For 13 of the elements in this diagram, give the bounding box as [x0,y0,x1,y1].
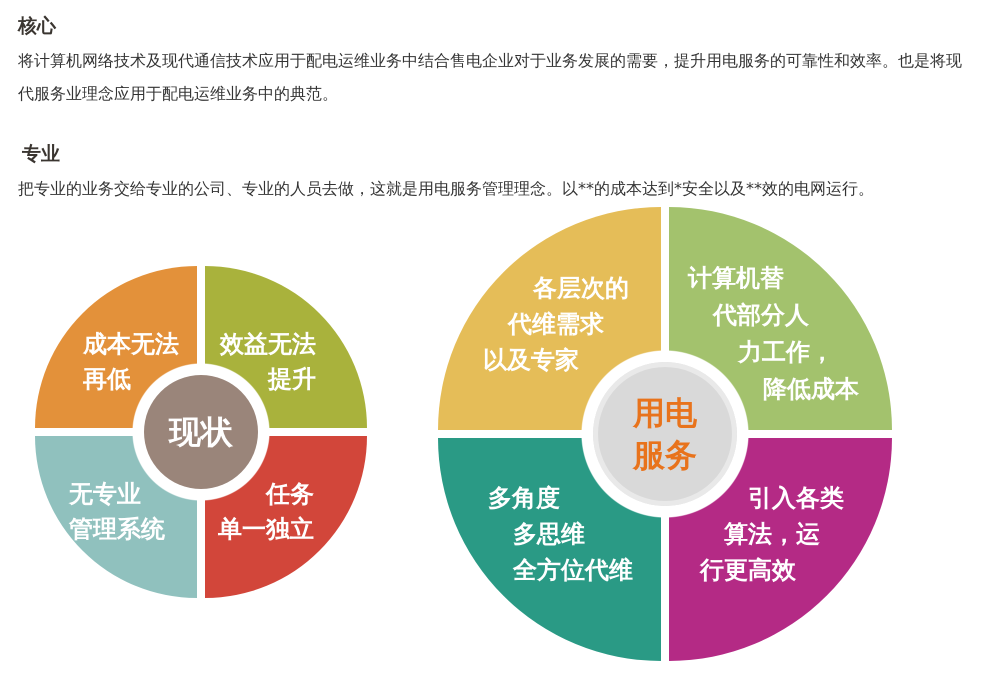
segment-label: 成本无法再低 [83,329,179,395]
section-heading: 核心 [18,14,56,39]
segment-label: 多角度多思维全方位代维 [488,483,633,586]
center-label: 现状 [169,413,233,451]
segment-label: 无专业管理系统 [69,479,165,545]
segment-label: 效益无法提升 [220,329,316,395]
section-heading: 专业 [22,142,60,167]
paragraph: 将计算机网络技术及现代通信技术应用于配电运维业务中结合售电企业对于业务发展的需要，提升用电服务的可靠性和效率。也是将现代服务业理念应用于配电运维业务中的典范。 [18,50,963,105]
segment-label: 任务单一独立 [218,479,314,545]
center-circle [144,375,258,489]
paragraph: 把专业的业务交给专业的公司、专业的人员去做，这就是用电服务管理理念。以**的成本达到*安全以及**效的电网运行。 [18,178,875,200]
segment-label: 各层次的代维需求以及专家 [483,273,629,376]
segment-label: 引入各类算法，运行更高效 [700,483,844,586]
